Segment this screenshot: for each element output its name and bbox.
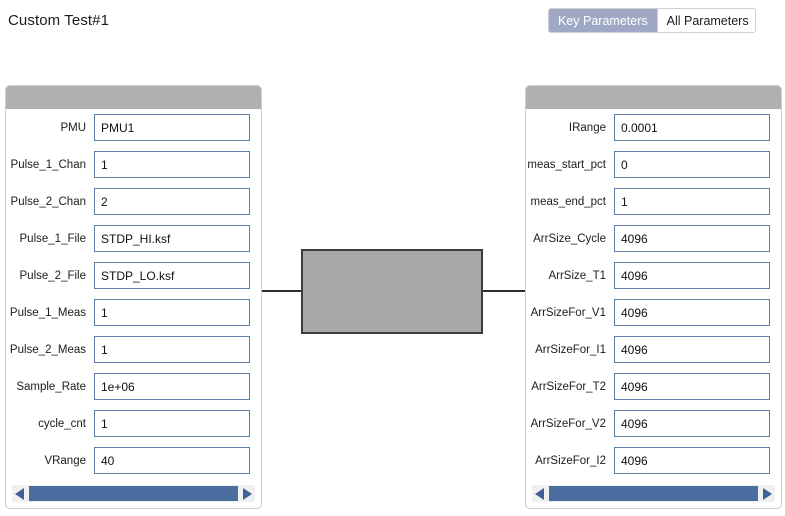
- parameter-label-pulse-1-chan: Pulse_1_Chan: [10, 158, 86, 171]
- parameter-row: Pulse_2_File: [6, 262, 261, 289]
- parameter-label-arrsizefor-v2: ArrSizeFor_V2: [530, 417, 606, 430]
- parameter-input-pulse-2-chan[interactable]: [94, 188, 250, 215]
- parameter-label-meas-end-pct: meas_end_pct: [530, 195, 606, 208]
- page-title: Custom Test#1: [8, 12, 110, 29]
- parameter-input-arrsizefor-t2[interactable]: [614, 373, 770, 400]
- device-under-test-block[interactable]: [301, 249, 483, 334]
- parameter-row: Pulse_1_Chan: [6, 151, 261, 178]
- left-panel-header: [6, 86, 261, 110]
- parameter-row: ArrSize_Cycle: [526, 225, 781, 252]
- parameter-input-cycle-cnt[interactable]: [94, 410, 250, 437]
- parameter-input-vrange[interactable]: [94, 447, 250, 474]
- left-panel-body: PMU Pulse_1_ChanPulse_2_ChanPulse_1_FileP…: [6, 110, 261, 483]
- parameter-row: ArrSizeFor_I1: [526, 336, 781, 363]
- lead-line-right: [483, 290, 526, 292]
- parameter-label-arrsizefor-i2: ArrSizeFor_I2: [535, 454, 606, 467]
- scroll-right-arrow-icon[interactable]: [240, 485, 255, 502]
- parameter-label-vrange: VRange: [44, 454, 86, 467]
- right-panel-header: [526, 86, 781, 110]
- device-schematic: [262, 240, 526, 345]
- parameter-row: Pulse_1_File: [6, 225, 261, 252]
- parameter-row: ArrSizeFor_I2: [526, 447, 781, 474]
- right-panel-body: IRange meas_start_pct meas_end_pctArrSize_…: [526, 110, 781, 483]
- parameter-label-arrsizefor-t2: ArrSizeFor_T2: [531, 380, 606, 393]
- parameter-input-meas-end-pct[interactable]: [614, 188, 770, 215]
- parameter-row: ArrSizeFor_V1: [526, 299, 781, 326]
- parameter-input-sample-rate[interactable]: [94, 373, 250, 400]
- parameter-row: ArrSizeFor_V2: [526, 410, 781, 437]
- parameter-label-pulse-1-meas: Pulse_1_Meas: [9, 306, 86, 319]
- parameter-row: meas_end_pct: [526, 188, 781, 215]
- parameter-label-arrsize-t1: ArrSize_T1: [548, 269, 606, 282]
- parameter-label-arrsize-cycle: ArrSize_Cycle: [533, 232, 606, 245]
- parameter-row: ArrSize_T1: [526, 262, 781, 289]
- parameter-label-pulse-2-meas: Pulse_2_Meas: [9, 343, 86, 356]
- left-parameter-panel: PMU Pulse_1_ChanPulse_2_ChanPulse_1_FileP…: [5, 85, 262, 509]
- parameter-row: Pulse_2_Chan: [6, 188, 261, 215]
- parameter-input-pulse-1-file[interactable]: [94, 225, 250, 252]
- parameter-input-arrsize-cycle[interactable]: [614, 225, 770, 252]
- parameter-row: Pulse_1_Meas: [6, 299, 261, 326]
- parameter-input-pulse-2-meas[interactable]: [94, 336, 250, 363]
- parameter-input-arrsizefor-v1[interactable]: [614, 299, 770, 326]
- parameter-view-toggle[interactable]: Key Parameters All Parameters: [548, 8, 756, 33]
- parameter-label-arrsizefor-v1: ArrSizeFor_V1: [530, 306, 606, 319]
- parameter-input-pulse-1-chan[interactable]: [94, 151, 250, 178]
- parameter-input-irange[interactable]: [614, 114, 770, 141]
- left-scroll-thumb[interactable]: [29, 486, 238, 501]
- parameter-label-pulse-1-file: Pulse_1_File: [19, 232, 86, 245]
- parameter-label-cycle-cnt: cycle_cnt: [38, 417, 86, 430]
- parameter-input-arrsizefor-i1[interactable]: [614, 336, 770, 363]
- parameter-input-meas-start-pct[interactable]: [614, 151, 770, 178]
- parameter-input-pmu[interactable]: [94, 114, 250, 141]
- parameter-row: cycle_cnt: [6, 410, 261, 437]
- parameter-label-arrsizefor-i1: ArrSizeFor_I1: [535, 343, 606, 356]
- parameter-input-pulse-1-meas[interactable]: [94, 299, 250, 326]
- parameter-input-pulse-2-file[interactable]: [94, 262, 250, 289]
- right-scroll-track[interactable]: [549, 486, 758, 501]
- right-parameter-panel: IRange meas_start_pct meas_end_pctArrSize_…: [525, 85, 782, 509]
- parameter-row: PMU: [6, 114, 261, 141]
- parameter-input-arrsizefor-i2[interactable]: [614, 447, 770, 474]
- scroll-right-arrow-icon[interactable]: [760, 485, 775, 502]
- parameter-label-meas-start-pct: meas_start_pct: [527, 158, 606, 171]
- left-scroll-track[interactable]: [29, 486, 238, 501]
- parameter-label-pmu: PMU: [60, 121, 86, 134]
- parameter-input-arrsizefor-v2[interactable]: [614, 410, 770, 437]
- right-scroll-thumb[interactable]: [549, 486, 758, 501]
- parameter-row: VRange: [6, 447, 261, 474]
- lead-line-left: [262, 290, 303, 292]
- scroll-left-arrow-icon[interactable]: [532, 485, 547, 502]
- left-panel-horizontal-scrollbar[interactable]: [12, 485, 255, 502]
- parameter-input-arrsize-t1[interactable]: [614, 262, 770, 289]
- parameter-label-pulse-2-file: Pulse_2_File: [19, 269, 86, 282]
- parameter-row: IRange: [526, 114, 781, 141]
- tab-key-parameters[interactable]: Key Parameters: [549, 9, 657, 32]
- scroll-left-arrow-icon[interactable]: [12, 485, 27, 502]
- tab-all-parameters[interactable]: All Parameters: [656, 9, 755, 32]
- parameter-row: ArrSizeFor_T2: [526, 373, 781, 400]
- parameter-label-irange: IRange: [568, 121, 606, 134]
- parameter-row: Pulse_2_Meas: [6, 336, 261, 363]
- right-panel-horizontal-scrollbar[interactable]: [532, 485, 775, 502]
- parameter-row: meas_start_pct: [526, 151, 781, 178]
- parameter-label-pulse-2-chan: Pulse_2_Chan: [10, 195, 86, 208]
- parameter-label-sample-rate: Sample_Rate: [16, 380, 86, 393]
- parameter-row: Sample_Rate: [6, 373, 261, 400]
